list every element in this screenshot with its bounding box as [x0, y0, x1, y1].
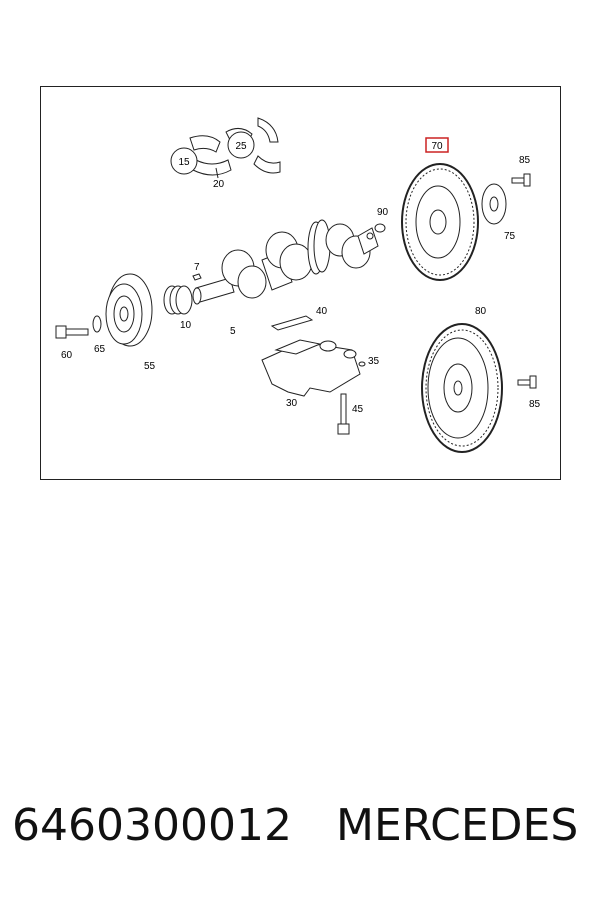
small-pin-part [366, 223, 386, 240]
callout-10: 10 [180, 320, 192, 331]
bracket-part [270, 315, 314, 331]
callout-85-top: 85 [519, 155, 531, 166]
callout-60: 60 [61, 350, 73, 361]
exploded-parts-diagram: 15 25 20 5 7 10 55 60 6 [40, 86, 561, 480]
flywheel-part [421, 323, 503, 453]
callout-45: 45 [352, 404, 364, 415]
pulley-bolt-part [55, 325, 89, 339]
callout-25: 25 [235, 141, 247, 152]
vibration-damper-part [105, 273, 153, 347]
oil-pump-part [261, 339, 361, 397]
callout-30: 30 [286, 398, 298, 409]
callout-20: 20 [213, 179, 225, 190]
callout-15: 15 [178, 157, 190, 168]
callout-35: 35 [368, 356, 380, 367]
flexplate-ring-part [481, 183, 507, 225]
pump-screw-part [358, 361, 366, 367]
crankshaft-part [192, 219, 379, 305]
callout-15-circle [170, 147, 198, 175]
callout-40: 40 [316, 306, 328, 317]
callout-55: 55 [144, 361, 156, 372]
callout-65: 65 [94, 344, 106, 355]
part-number: 6460300012 [12, 800, 292, 851]
callout-75: 75 [504, 231, 516, 242]
flexplate-bolt-part [511, 173, 531, 187]
long-bolt-part [337, 393, 350, 435]
key-part [192, 273, 202, 281]
callout-25-circle [227, 131, 255, 159]
flywheel-bolt-part [517, 375, 537, 389]
callout-90: 90 [377, 207, 389, 218]
callout-70: 70 [431, 141, 443, 152]
callout-70-highlight-box [425, 137, 449, 153]
flexplate-part [401, 163, 479, 281]
callout-7: 7 [194, 262, 200, 273]
callout-85-bottom: 85 [529, 399, 541, 410]
washer-part [92, 315, 102, 333]
timing-gear-part [163, 285, 193, 315]
callout-5: 5 [230, 326, 236, 337]
brand-name: MERCEDES [336, 800, 579, 851]
callout-80: 80 [475, 306, 487, 317]
